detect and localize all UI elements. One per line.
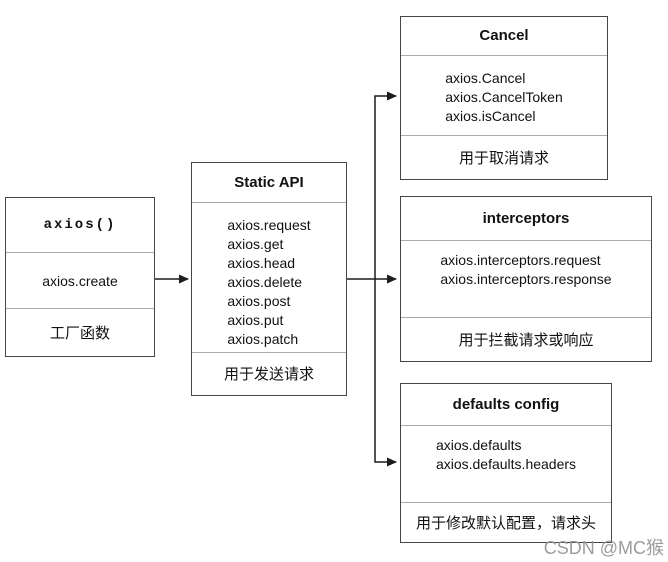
- api-method-item: axios.interceptors.request: [440, 251, 601, 268]
- api-method-item: axios.isCancel: [445, 107, 536, 124]
- axios-node: axios() axios.create 工厂函数: [5, 197, 155, 357]
- defaults-config-api-list: axios.defaults axios.defaults.headers: [436, 426, 576, 474]
- api-method-item: axios.delete: [227, 273, 303, 290]
- cancel-desc: 用于取消请求: [401, 134, 607, 180]
- api-method-item: axios.CancelToken: [445, 88, 563, 105]
- cancel-title: Cancel: [401, 17, 607, 56]
- arrow-branch-to-defaults: [374, 279, 397, 467]
- api-method-item: axios.defaults.headers: [435, 455, 577, 472]
- api-method-item: axios.request: [227, 216, 311, 233]
- csdn-watermark: CSDN @MC猴: [543, 538, 664, 558]
- api-method-item: axios.put: [227, 311, 284, 328]
- cancel-api-list: axios.Cancel axios.CancelToken axios.isCan…: [445, 56, 563, 126]
- axios-node-title: axios(): [43, 217, 117, 233]
- axios-node-desc: 工厂函数: [6, 308, 154, 356]
- api-method-item: axios.head: [227, 254, 296, 271]
- static-api-node: Static API axios.request axios.get axios.h…: [191, 162, 347, 396]
- static-api-desc: 用于发送请求: [192, 351, 346, 396]
- interceptors-title: interceptors: [401, 197, 651, 241]
- interceptors-api-list: axios.interceptors.request axios.intercep…: [440, 241, 611, 289]
- cancel-body: axios.Cancel axios.CancelToken axios.isCan…: [401, 56, 607, 135]
- static-api-title: Static API: [192, 163, 346, 203]
- static-api-body: axios.request axios.get axios.head axios.de…: [192, 203, 346, 352]
- interceptors-desc: 用于拦截请求或响应: [401, 316, 651, 362]
- api-method-item: axios.get: [227, 235, 284, 252]
- api-method-item: axios.post: [227, 292, 291, 309]
- defaults-config-desc: 用于修改默认配置，请求头: [401, 501, 611, 543]
- api-method-item: axios.patch: [227, 330, 299, 347]
- api-method-item: axios.interceptors.response: [440, 270, 612, 287]
- defaults-config-body: axios.defaults axios.defaults.headers: [401, 426, 611, 502]
- arrow-branch-to-cancel: [374, 91, 397, 279]
- static-api-method-list: axios.request axios.get axios.head axios.de…: [227, 203, 310, 349]
- api-method-item: axios.Cancel: [445, 69, 526, 86]
- defaults-config-title: defaults config: [401, 384, 611, 426]
- api-method-item: axios.defaults: [435, 436, 522, 453]
- axios-create-label: axios.create: [6, 252, 154, 308]
- interceptors-body: axios.interceptors.request axios.intercep…: [401, 241, 651, 317]
